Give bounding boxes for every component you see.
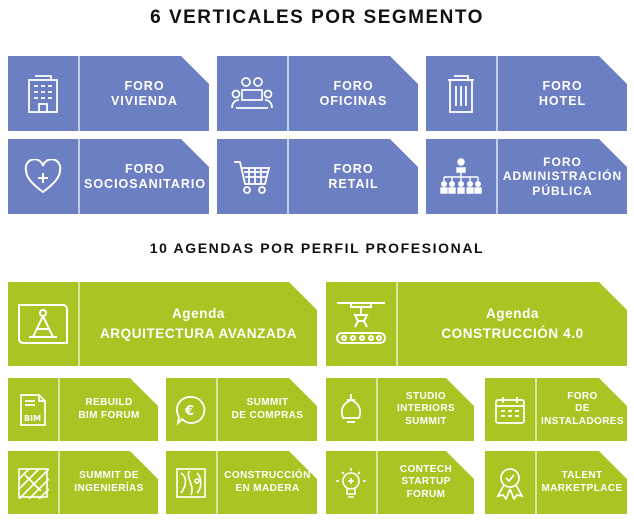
- card-line2: INGENIERÍAS: [74, 482, 144, 494]
- section-title-verticales: 6 VERTICALES POR SEGMENTO: [150, 7, 484, 28]
- card-line1: SUMMIT: [246, 397, 289, 408]
- card-line2: DE COMPRAS: [231, 409, 304, 421]
- card-line1: FORO: [125, 161, 166, 176]
- card-line2: CONSTRUCCIÓN 4.0: [441, 326, 584, 341]
- wood-icon: [166, 451, 218, 514]
- card-line2: DE: [575, 403, 590, 415]
- card-studio-interiors-summit[interactable]: STUDIO INTERIORS SUMMIT: [326, 378, 474, 441]
- card-line1: Agenda: [171, 306, 226, 322]
- calendar-icon: [485, 378, 537, 441]
- card-line1: REBUILD: [85, 397, 133, 408]
- card-summit-de-ingenierias[interactable]: SUMMIT DE INGENIERÍAS: [8, 451, 158, 514]
- crane-icon: [326, 282, 398, 366]
- euro-chat-icon: €: [166, 378, 218, 441]
- card-line1: CONSTRUCCIÓN: [224, 470, 311, 481]
- bim-document-icon: BIM: [8, 378, 60, 441]
- card-line1: Agenda: [485, 306, 540, 322]
- card-line2: STARTUP: [401, 476, 451, 488]
- building-icon: [8, 56, 80, 131]
- meeting-icon: [217, 56, 289, 131]
- shopping-cart-icon: [217, 139, 289, 214]
- card-rebuild-bim-forum[interactable]: BIM REBUILD BIM FORUM: [8, 378, 158, 441]
- parquet-icon: [8, 451, 60, 514]
- card-construccion-en-madera[interactable]: CONSTRUCCIÓN EN MADERA: [166, 451, 317, 514]
- card-line2: RETAIL: [328, 176, 379, 191]
- card-line1: FORO: [333, 161, 374, 176]
- card-line2: INTERIORS: [396, 403, 456, 415]
- card-line2: SOCIOSANITARIO: [84, 176, 207, 191]
- card-foro-administracion-publica[interactable]: FORO ADMINISTRACIÓN PÚBLICA: [426, 139, 627, 214]
- card-line3: INSTALADORES: [541, 415, 624, 427]
- card-line1: FORO: [333, 78, 374, 93]
- card-summit-de-compras[interactable]: € SUMMIT DE COMPRAS: [166, 378, 317, 441]
- card-line2: MARKETPLACE: [541, 482, 623, 494]
- card-foro-sociosanitario[interactable]: FORO SOCIOSANITARIO: [8, 139, 209, 214]
- card-agenda-arquitectura-avanzada[interactable]: Agenda ARQUITECTURA AVANZADA: [8, 282, 317, 366]
- section-title-agendas: 10 AGENDAS POR PERFIL PROFESIONAL: [149, 240, 485, 256]
- card-line2: ADMINISTRACIÓN: [502, 169, 623, 184]
- heart-plus-icon: [8, 139, 80, 214]
- card-line3: FORUM: [406, 488, 446, 500]
- lamp-icon: [326, 378, 378, 441]
- card-line2: VIVIENDA: [110, 93, 179, 108]
- card-line2: BIM FORUM: [78, 409, 140, 421]
- blueprint-icon: [8, 282, 80, 366]
- card-line2: HOTEL: [538, 93, 587, 108]
- svg-text:BIM: BIM: [24, 414, 41, 423]
- hotel-icon: [426, 56, 498, 131]
- card-agenda-construccion-4[interactable]: Agenda CONSTRUCCIÓN 4.0: [326, 282, 627, 366]
- card-line1: SUMMIT DE: [79, 470, 139, 481]
- card-line1: CONTECH: [399, 463, 453, 475]
- card-foro-hotel[interactable]: FORO HOTEL: [426, 56, 627, 131]
- card-line1: FORO: [542, 78, 583, 93]
- card-talent-marketplace[interactable]: TALENT MARKETPLACE: [485, 451, 627, 514]
- card-foro-oficinas[interactable]: FORO OFICINAS: [217, 56, 418, 131]
- card-line1: FORO: [567, 390, 598, 402]
- card-foro-vivienda[interactable]: FORO VIVIENDA: [8, 56, 209, 131]
- card-line1: FORO: [124, 78, 165, 93]
- startup-icon: [326, 451, 378, 514]
- card-line1: TALENT: [561, 470, 603, 481]
- card-line2: EN MADERA: [235, 482, 300, 494]
- card-line1: FORO: [543, 154, 582, 169]
- card-contech-startup-forum[interactable]: CONTECH STARTUP FORUM: [326, 451, 474, 514]
- card-line3: SUMMIT: [405, 415, 447, 427]
- card-line1: STUDIO: [405, 390, 447, 402]
- card-line2: OFICINAS: [319, 93, 388, 108]
- card-line2: ARQUITECTURA AVANZADA: [99, 326, 298, 341]
- card-line3: PÚBLICA: [532, 183, 593, 198]
- award-icon: [485, 451, 537, 514]
- card-foro-retail[interactable]: FORO RETAIL: [217, 139, 418, 214]
- card-foro-de-instaladores[interactable]: FORO DE INSTALADORES: [485, 378, 627, 441]
- org-chart-icon: [426, 139, 498, 214]
- svg-text:€: €: [184, 404, 194, 419]
